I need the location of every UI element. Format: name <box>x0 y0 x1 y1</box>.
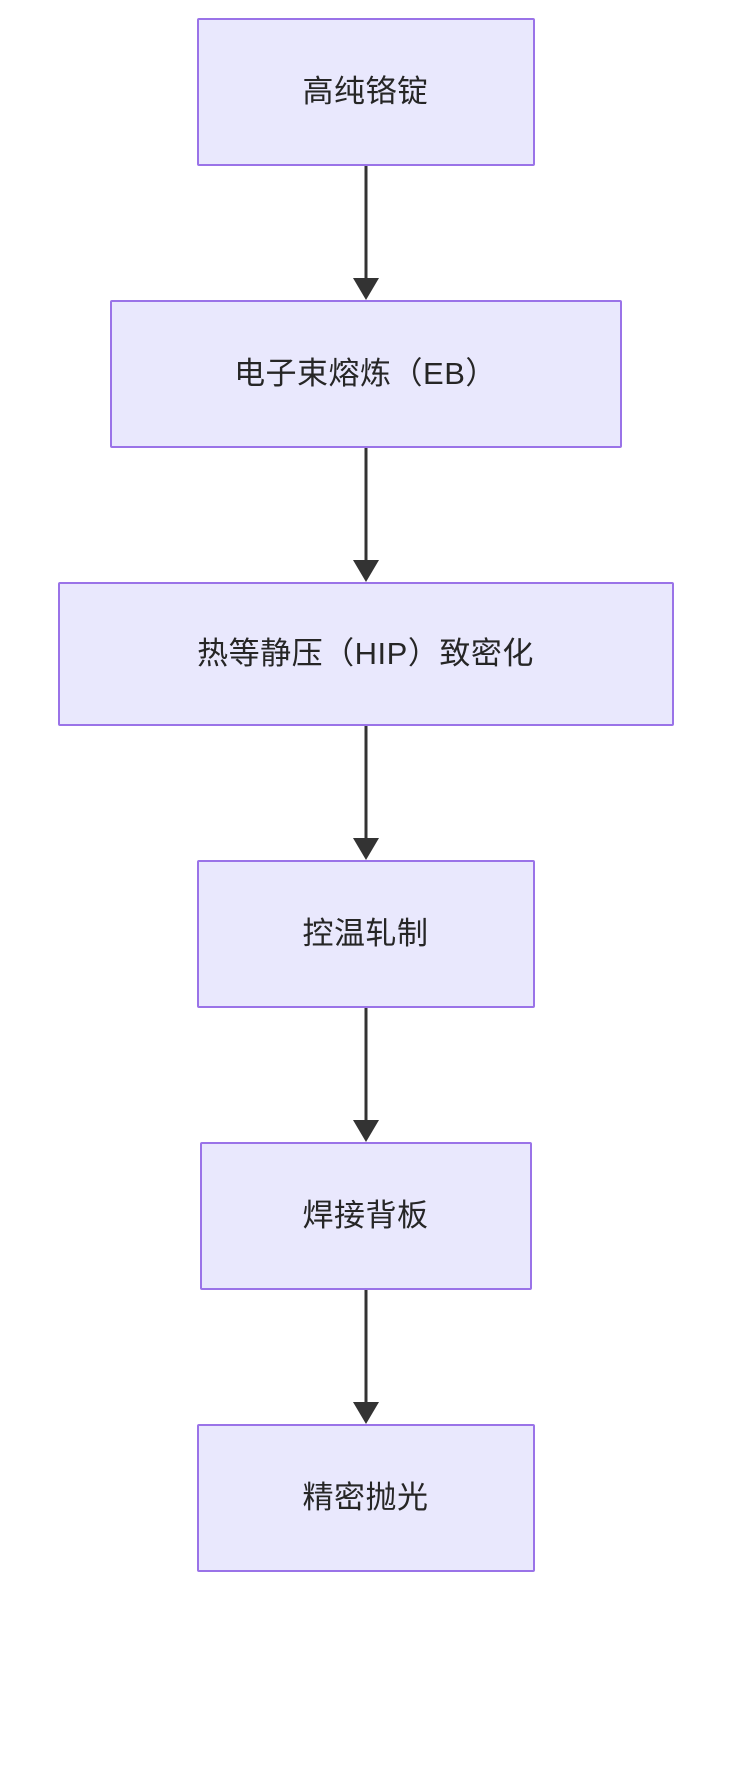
flow-node-high-purity-chromium-ingot[interactable]: 高纯铬锭 <box>196 18 535 166</box>
arrow-line <box>364 1008 367 1120</box>
flow-arrow-n2-to-n3 <box>352 448 379 582</box>
arrow-line <box>364 166 367 278</box>
flow-node-label: 电子束熔炼（EB） <box>234 356 497 392</box>
arrow-line <box>364 448 367 560</box>
flow-node-weld-backing-plate[interactable]: 焊接背板 <box>199 1142 532 1290</box>
flow-arrow-n3-to-n4 <box>352 726 379 860</box>
arrow-head-icon <box>352 838 379 860</box>
flow-arrow-n4-to-n5 <box>352 1008 379 1142</box>
flow-node-label: 高纯铬锭 <box>302 74 429 110</box>
flow-node-temperature-controlled-rolling[interactable]: 控温轧制 <box>196 860 535 1008</box>
arrow-head-icon <box>352 278 379 300</box>
flow-node-label: 控温轧制 <box>302 916 429 952</box>
arrow-line <box>364 1290 367 1402</box>
arrow-head-icon <box>352 1120 379 1142</box>
arrow-head-icon <box>352 560 379 582</box>
flow-arrow-n1-to-n2 <box>352 166 379 300</box>
flow-node-electron-beam-melting[interactable]: 电子束熔炼（EB） <box>109 300 622 448</box>
flow-node-label: 焊接背板 <box>302 1198 429 1234</box>
arrow-line <box>364 726 367 838</box>
flow-arrow-n5-to-n6 <box>352 1290 379 1424</box>
flow-node-label: 精密抛光 <box>302 1480 429 1516</box>
flow-node-label: 热等静压（HIP）致密化 <box>197 636 534 672</box>
flow-node-precision-polishing[interactable]: 精密抛光 <box>196 1424 535 1572</box>
arrow-head-icon <box>352 1402 379 1424</box>
flow-node-hip-densification[interactable]: 热等静压（HIP）致密化 <box>57 582 674 726</box>
